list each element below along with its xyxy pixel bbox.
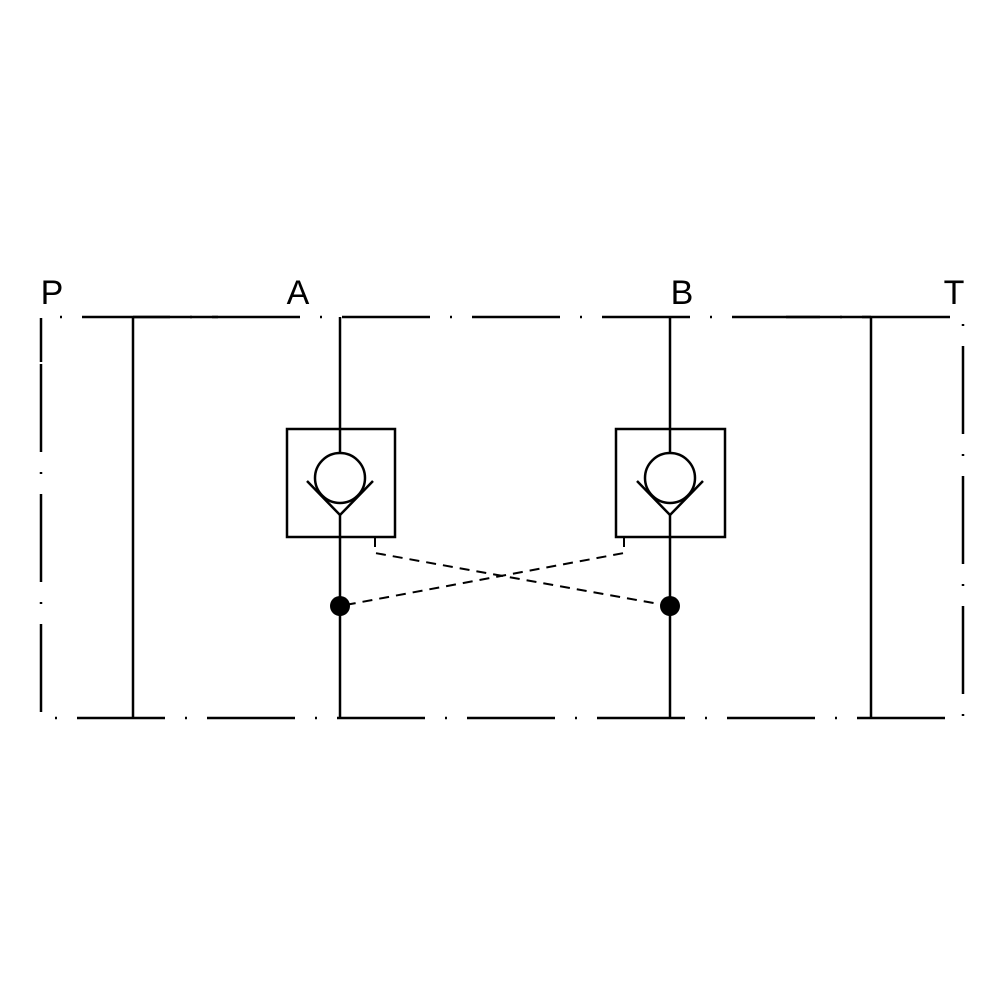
port-label-p: P <box>41 274 64 312</box>
port-label-a: A <box>287 274 310 312</box>
pilot-line-a-to-b <box>374 537 671 607</box>
pilot-line-b-to-a <box>339 537 625 607</box>
junction-dot-a <box>330 596 350 616</box>
port-label-b: B <box>671 274 694 312</box>
check-valve-b <box>614 427 727 539</box>
port-label-t: T <box>944 274 965 312</box>
boundary-frame <box>39 315 965 720</box>
check-valve-a <box>285 427 397 539</box>
junction-dot-b <box>660 596 680 616</box>
